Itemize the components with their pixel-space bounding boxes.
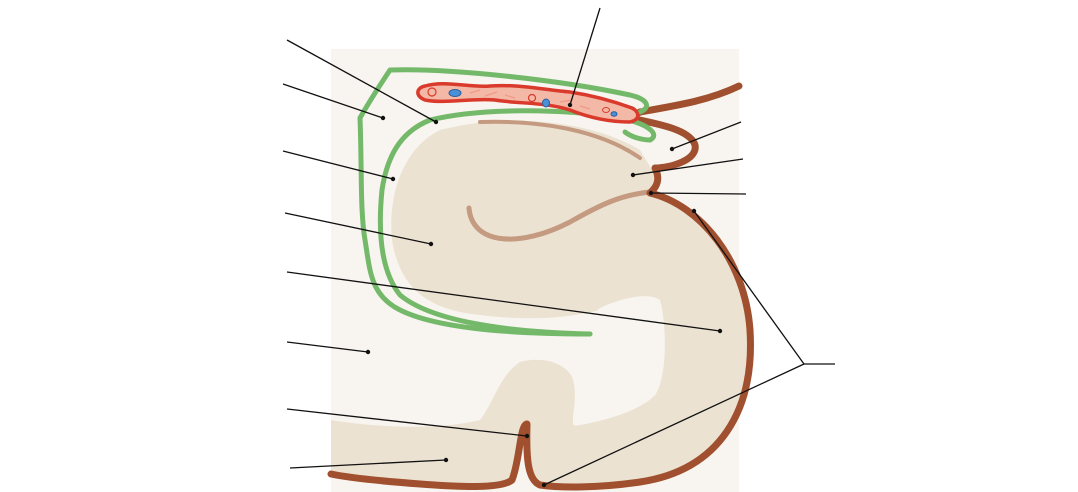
leader-line [289,459,447,469]
leader-line [282,83,384,119]
inner-membrane [377,108,657,337]
leader-line [693,210,805,365]
leader-line [632,158,744,176]
leader-line [286,271,721,332]
leader-line [650,192,747,195]
leader-line [569,7,601,106]
leader-dots [365,102,723,488]
outer-membrane [357,67,649,337]
white-matter-region [520,296,665,426]
leader-line [543,363,805,486]
upper-fold [478,119,642,160]
vessel-cells [427,87,618,117]
leader-line [286,408,528,437]
leader-line [671,121,742,150]
leader-lines [282,7,835,486]
leader-line [286,341,369,353]
blood-vessel [416,82,640,124]
tissue-body [331,120,751,487]
leader-line [282,150,394,180]
inner-fold [466,189,653,242]
leader-line [286,39,437,123]
leader-line [284,212,432,245]
